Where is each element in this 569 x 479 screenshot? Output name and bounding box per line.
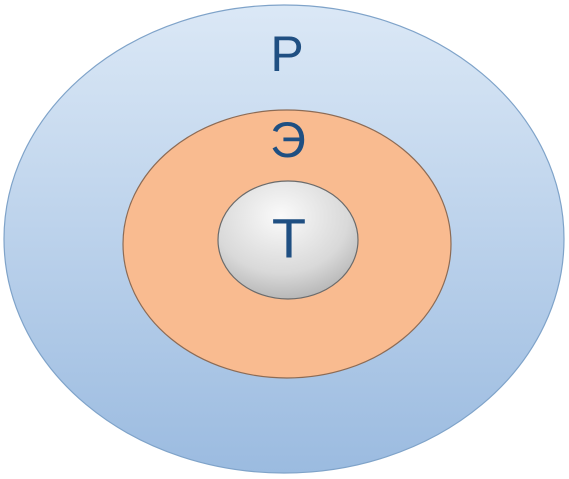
label-t: Т <box>272 207 306 270</box>
label-e: Э <box>270 112 306 168</box>
inner-ring-t <box>217 180 359 300</box>
label-r: Р <box>270 26 303 82</box>
